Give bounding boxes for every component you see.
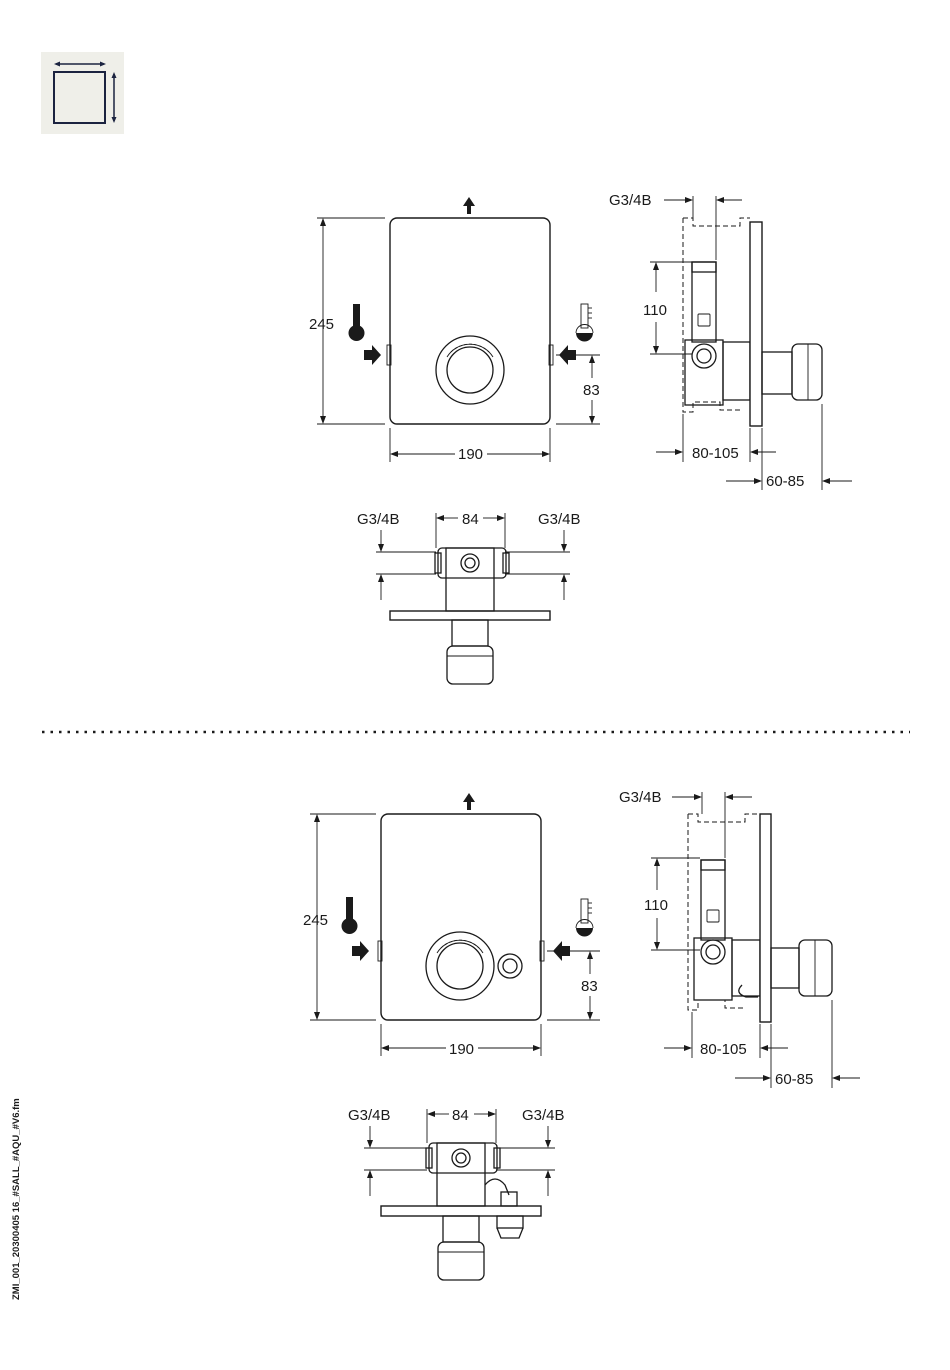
cold-water-thermometer-icon [576,899,593,937]
front-view-top: 245 190 83 [309,197,600,463]
knob-top [438,1242,484,1280]
projection-dimension: 60-85 [766,473,804,490]
pipe-riser [701,860,725,940]
spacing-dimension: 110 [643,302,667,319]
side-thread-dimension: G3/4B [619,789,662,806]
height-dimension: 245 [303,912,328,929]
cover-plate-side [750,222,762,426]
left-thread-dimension: G3/4B [348,1107,391,1124]
hot-inlet-arrow-icon [352,941,369,961]
center-distance-dimension: 84 [452,1107,469,1124]
knob-top [447,646,493,684]
projection-dimension: 60-85 [775,1071,813,1088]
file-reference-text: ZMI_001_20300405 16_#SALL_#AQU_#V6.fm [11,1098,22,1300]
width-dimension: 190 [458,446,483,463]
hot-water-thermometer-icon [342,897,358,934]
top-view-bottom: 84 G3/4B G3/4B [348,1107,565,1280]
spacing-dimension: 110 [644,897,668,914]
depth-dimension: 80-105 [700,1041,747,1058]
side-thread-dimension: G3/4B [609,192,652,209]
hot-water-thermometer-icon [349,304,365,341]
cold-water-thermometer-icon [576,304,593,342]
height-dimension: 245 [309,316,334,333]
valve-body-top [429,1143,497,1173]
file-reference: ZMI_001_20300405 16_#SALL_#AQU_#V6.fm [0,1040,22,1300]
pipe-riser [692,262,716,342]
inlet-height-dimension: 83 [583,382,600,399]
outlet-arrow-icon [463,197,475,214]
top-view-top: 84 G3/4B G3/4B [357,511,581,684]
valve-body [694,938,732,1000]
variant-bottom: 245 190 83 [303,789,860,1280]
width-dimension: 190 [449,1041,474,1058]
knob-side [792,344,822,400]
variant-top: 245 190 83 [309,192,852,684]
hot-inlet-arrow-icon [364,345,381,365]
depth-dimension: 80-105 [692,445,739,462]
left-thread-dimension: G3/4B [357,511,400,528]
side-view-top: G3/4B 110 80-105 60-85 [609,192,852,490]
inlet-height-dimension: 83 [581,978,598,995]
knob-side [799,940,832,996]
valve-body-top [438,548,506,578]
front-view-bottom: 245 190 83 [303,793,600,1058]
center-distance-dimension: 84 [462,511,479,528]
cover-plate-side [760,814,771,1022]
right-thread-dimension: G3/4B [538,511,581,528]
right-thread-dimension: G3/4B [522,1107,565,1124]
side-view-bottom: G3/4B 110 80-105 60-85 [619,789,860,1088]
outlet-arrow-icon [463,793,475,810]
valve-body [685,340,723,405]
